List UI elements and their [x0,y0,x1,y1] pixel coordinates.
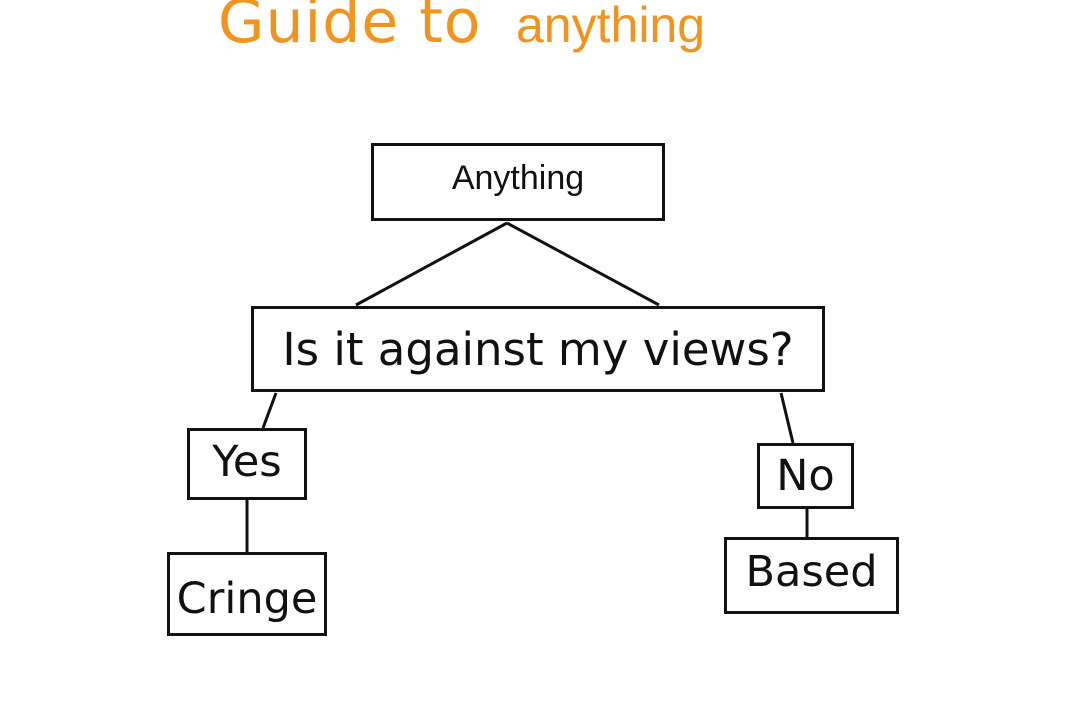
node-question: Is it against my views? [251,306,825,392]
node-based-label: Based [745,547,878,597]
node-cringe-label: Cringe [176,573,318,624]
node-question-label: Is it against my views? [282,322,794,376]
node-based: Based [724,537,899,614]
connector-question-yes [261,392,278,429]
node-no: No [757,443,854,509]
node-anything: Anything [371,143,665,221]
node-yes: Yes [187,428,307,500]
node-no-label: No [776,450,835,501]
title-anything: anything [516,0,706,53]
node-cringe: Cringe [167,552,327,636]
connector-root-left [355,221,508,307]
connector-root-right [506,221,660,307]
connector-question-no [779,392,795,444]
node-anything-label: Anything [451,159,585,197]
node-yes-label: Yes [212,436,282,487]
title-guide-to: Guide to [218,0,482,57]
